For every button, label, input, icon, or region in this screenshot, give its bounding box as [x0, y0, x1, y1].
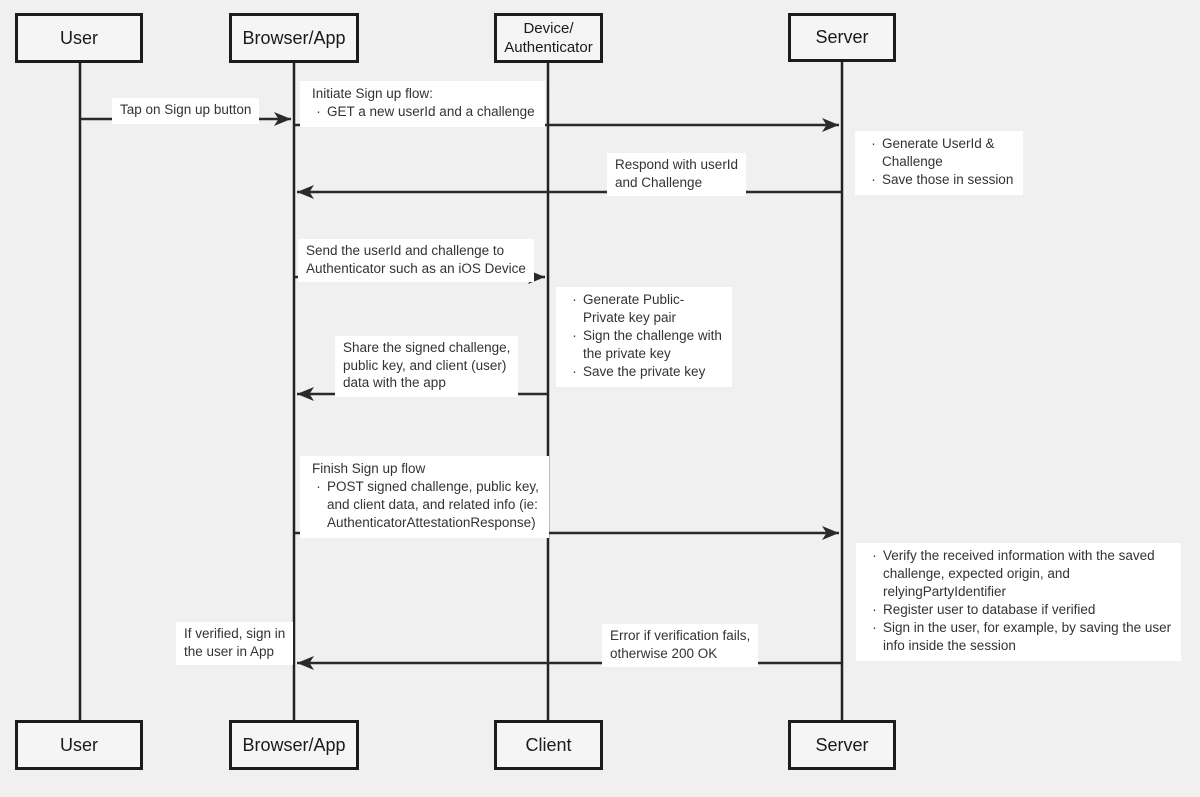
actor-box-server-top: Server: [788, 13, 896, 62]
actor-box-server-bottom: Server: [788, 720, 896, 770]
note-server-generate-item: Generate UserId & Challenge: [865, 135, 1013, 171]
message-tap-signup: Tap on Sign up button: [112, 98, 260, 124]
actor-box-user-top: User: [15, 13, 143, 63]
message-initiate-signup: Initiate Sign up flow: GET a new userId …: [300, 81, 545, 127]
message-error-or-ok: Error if verification fails, otherwise 2…: [602, 624, 759, 667]
message-finish-bullet: POST signed challenge, public key, and c…: [310, 478, 539, 532]
message-send-to-authenticator: Send the userId and challenge to Authent…: [298, 239, 534, 282]
note-server-generate: Generate UserId & Challenge Save those i…: [855, 131, 1024, 195]
actor-label-device-top: Device/ Authenticator: [504, 20, 593, 56]
actor-label-browser-bottom: Browser/App: [242, 734, 346, 755]
message-if-verified: If verified, sign in the user in App: [176, 622, 294, 665]
message-initiate-title: Initiate Sign up flow:: [312, 86, 433, 101]
message-respond-userid-challenge: Respond with userId and Challenge: [607, 153, 747, 196]
note-server-generate-item: Save those in session: [865, 171, 1013, 189]
message-share-signed-challenge: Share the signed challenge, public key, …: [335, 336, 519, 397]
actor-box-device-top: Device/ Authenticator: [494, 13, 603, 63]
actor-label-browser-top: Browser/App: [242, 27, 346, 48]
actor-box-client-bottom: Client: [494, 720, 603, 770]
note-server-verify: Verify the received information with the…: [856, 543, 1182, 661]
message-initiate-bullet: GET a new userId and a challenge: [310, 103, 535, 121]
note-server-verify-item: Register user to database if verified: [866, 601, 1171, 619]
actor-label-server-bottom: Server: [815, 734, 869, 755]
actor-label-user-top: User: [59, 27, 98, 48]
actor-box-browser-top: Browser/App: [229, 13, 359, 63]
note-device-generate: Generate Public- Private key pair Sign t…: [556, 287, 732, 387]
actor-box-browser-bottom: Browser/App: [229, 720, 359, 770]
actor-box-user-bottom: User: [15, 720, 143, 770]
message-finish-title: Finish Sign up flow: [312, 461, 426, 476]
note-device-generate-item: Generate Public- Private key pair: [566, 291, 722, 327]
note-device-generate-item: Sign the challenge with the private key: [566, 327, 722, 363]
note-server-verify-item: Verify the received information with the…: [866, 547, 1171, 601]
note-server-verify-item: Sign in the user, for example, by saving…: [866, 619, 1171, 655]
note-device-generate-item: Save the private key: [566, 363, 722, 381]
actor-label-client-bottom: Client: [525, 734, 572, 755]
actor-label-user-bottom: User: [59, 734, 98, 755]
message-finish-signup: Finish Sign up flow POST signed challeng…: [300, 456, 549, 538]
actor-label-server-top: Server: [815, 27, 869, 47]
